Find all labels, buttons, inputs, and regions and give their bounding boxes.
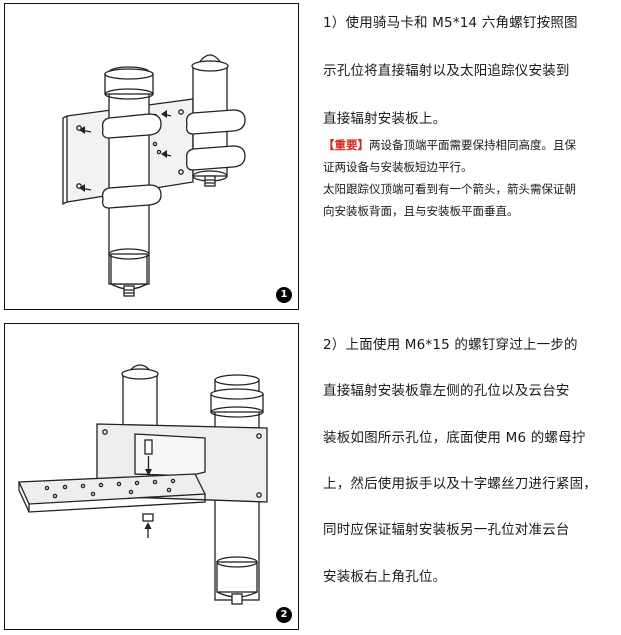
step-2-line-1: 2）上面使用 M6*15 的螺钉穿过上一步的: [323, 337, 578, 353]
important-text-line-2: 证两设备与安装板短边平行。: [323, 160, 473, 174]
step-2-line-2: 直接辐射安装板靠左侧的孔位以及云台安: [323, 383, 570, 399]
clamp-right-bottom: [185, 145, 246, 171]
m6-screw: [144, 439, 153, 455]
figure-1-illustration: [62, 54, 246, 297]
pyrheliometer-body: [108, 71, 150, 285]
figure-1-panel: 1: [4, 3, 299, 310]
step-1-line-3: 直接辐射安装板上。: [323, 111, 447, 127]
figure-1-number-badge: 1: [276, 287, 292, 303]
figure-2-illustration: [18, 364, 268, 605]
step-2-line-5: 同时应保证辐射安装板另一孔位对准云台: [323, 522, 570, 538]
important-text-line-1: 两设备顶端平面需要保持相同高度。且保: [369, 138, 576, 152]
figure-2-panel: 2: [4, 323, 299, 630]
important-note: 【重要】两设备顶端平面需要保持相同高度。且保: [323, 134, 615, 156]
clamp-left-top: [101, 113, 162, 139]
step-1-line-2: 示孔位将直接辐射以及太阳追踪仪安装到: [323, 63, 570, 79]
tracker-note-line-1: 太阳跟踪仪顶端可看到有一个箭头，箭头需保证朝: [323, 182, 576, 196]
figure-2-number-badge: 2: [276, 607, 292, 623]
step-2-line-4: 上，然后使用扳手以及十字螺丝刀进行紧固，: [323, 476, 597, 492]
step-1-line-1: 1）使用骑马卡和 M5*14 六角螺钉按照图: [323, 15, 578, 31]
important-label: 【重要】: [323, 138, 369, 152]
m6-nut: [142, 513, 154, 522]
clamp-left-bottom: [101, 184, 162, 209]
clamp-right-top: [185, 109, 246, 135]
step-2-line-3: 装板如图所示孔位，底面使用 M6 的螺母拧: [323, 430, 586, 446]
tracker-note-line-2: 向安装板背面，且与安装板平面垂直。: [323, 204, 519, 218]
sun-tracker-body: [122, 373, 158, 435]
step-2-line-6: 安装板右上角孔位。: [323, 569, 447, 585]
